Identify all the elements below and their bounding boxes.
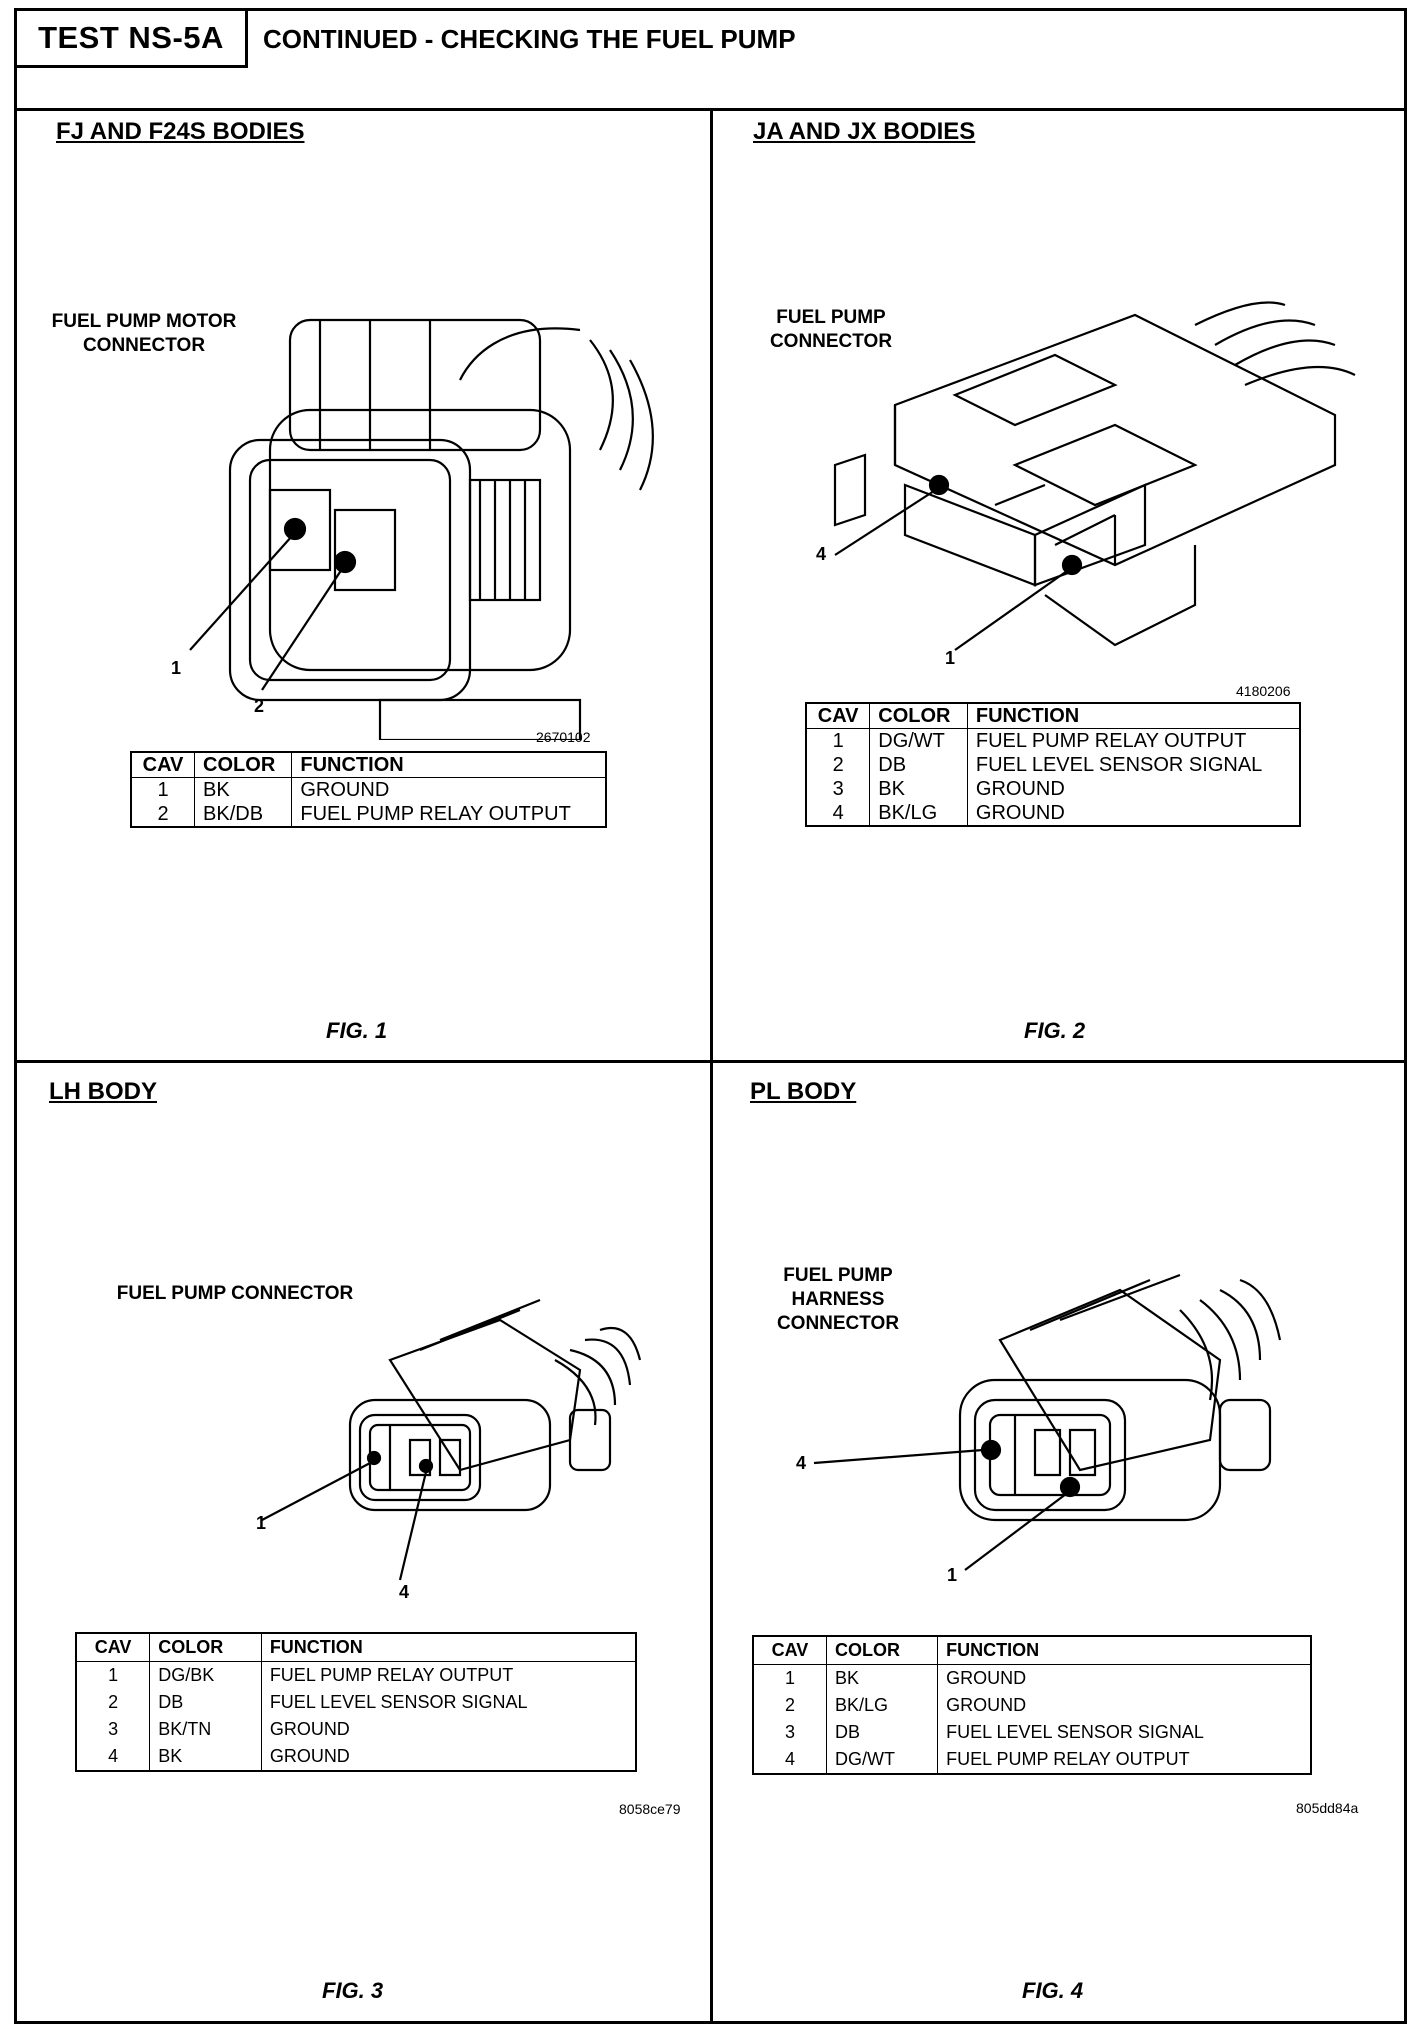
figure-2-caption: FIG. 2 [1024,1018,1086,1043]
table-row: 1 BK GROUND [131,777,606,802]
figure-1-wire-table: CAV COLOR FUNCTION 1 BK GROUND 2 BK/DB F… [130,751,607,828]
figure-3-callout-4: 4 [399,1582,410,1602]
table-header-row: CAV COLOR FUNCTION [131,752,606,778]
figure-3-connector-label: FUEL PUMP CONNECTOR [116,1283,354,1304]
figure-2-code: 4180206 [1236,683,1291,699]
table-header-row: CAV COLOR FUNCTION [76,1633,636,1662]
test-id: TEST NS-5A [14,8,248,68]
column-header: FUNCTION [291,752,606,778]
figure-3-callout-1: 1 [256,1513,267,1533]
fuel-pump-connector-drawing-lh [261,1298,642,1581]
column-header: FUNCTION [937,1636,1311,1665]
figure-1-callout-1: 1 [171,658,182,678]
figure-2-callout-1: 1 [945,648,956,668]
fuel-pump-connector-drawing-ja [833,301,1356,651]
figure-3-title: LH BODY [49,1078,157,1105]
figure-4-callout-1: 1 [947,1565,958,1585]
figure-4-callout-4: 4 [796,1453,807,1473]
table-header-row: CAV COLOR FUNCTION [753,1636,1311,1665]
column-header: FUNCTION [966,703,1300,729]
figure-3-caption: FIG. 3 [322,1978,384,2003]
column-header: COLOR [149,1633,262,1662]
figure-2-connector-label: FUEL PUMP CONNECTOR [769,307,893,352]
table-row: 2 BK/DB FUEL PUMP RELAY OUTPUT [131,802,606,827]
fuel-pump-harness-connector-drawing-pl [813,1273,1282,1571]
column-header: CAV [806,703,870,729]
column-header: CAV [131,752,195,778]
figure-1-callout-2: 2 [254,696,265,716]
figure-4-code: 805dd84a [1296,1800,1359,1816]
figure-1-caption: FIG. 1 [326,1018,388,1043]
figure-3-code: 8058ce79 [619,1801,681,1817]
column-header: CAV [753,1636,827,1665]
table-header-row: CAV COLOR FUNCTION [806,703,1300,729]
column-header: CAV [76,1633,150,1662]
figure-4-connector-label: FUEL PUMP HARNESS CONNECTOR [776,1265,900,1334]
figure-2-title: JA AND JX BODIES [753,118,976,145]
page-title: CONTINUED - CHECKING THE FUEL PUMP [263,24,796,54]
figure-1-code: 2670102 [536,729,591,745]
figure-4-title: PL BODY [750,1078,857,1105]
figure-2-callout-4: 4 [816,544,827,564]
column-header: COLOR [869,703,968,729]
column-header: FUNCTION [260,1633,636,1662]
vertical-divider [710,108,713,2024]
figure-4-caption: FIG. 4 [1022,1978,1084,2003]
column-header: COLOR [194,752,292,778]
fuel-pump-motor-connector-drawing [189,318,654,740]
figure-1-title: FJ AND F24S BODIES [56,118,305,145]
column-header: COLOR [825,1636,938,1665]
figure-1-connector-label: FUEL PUMP MOTOR CONNECTOR [51,311,237,356]
